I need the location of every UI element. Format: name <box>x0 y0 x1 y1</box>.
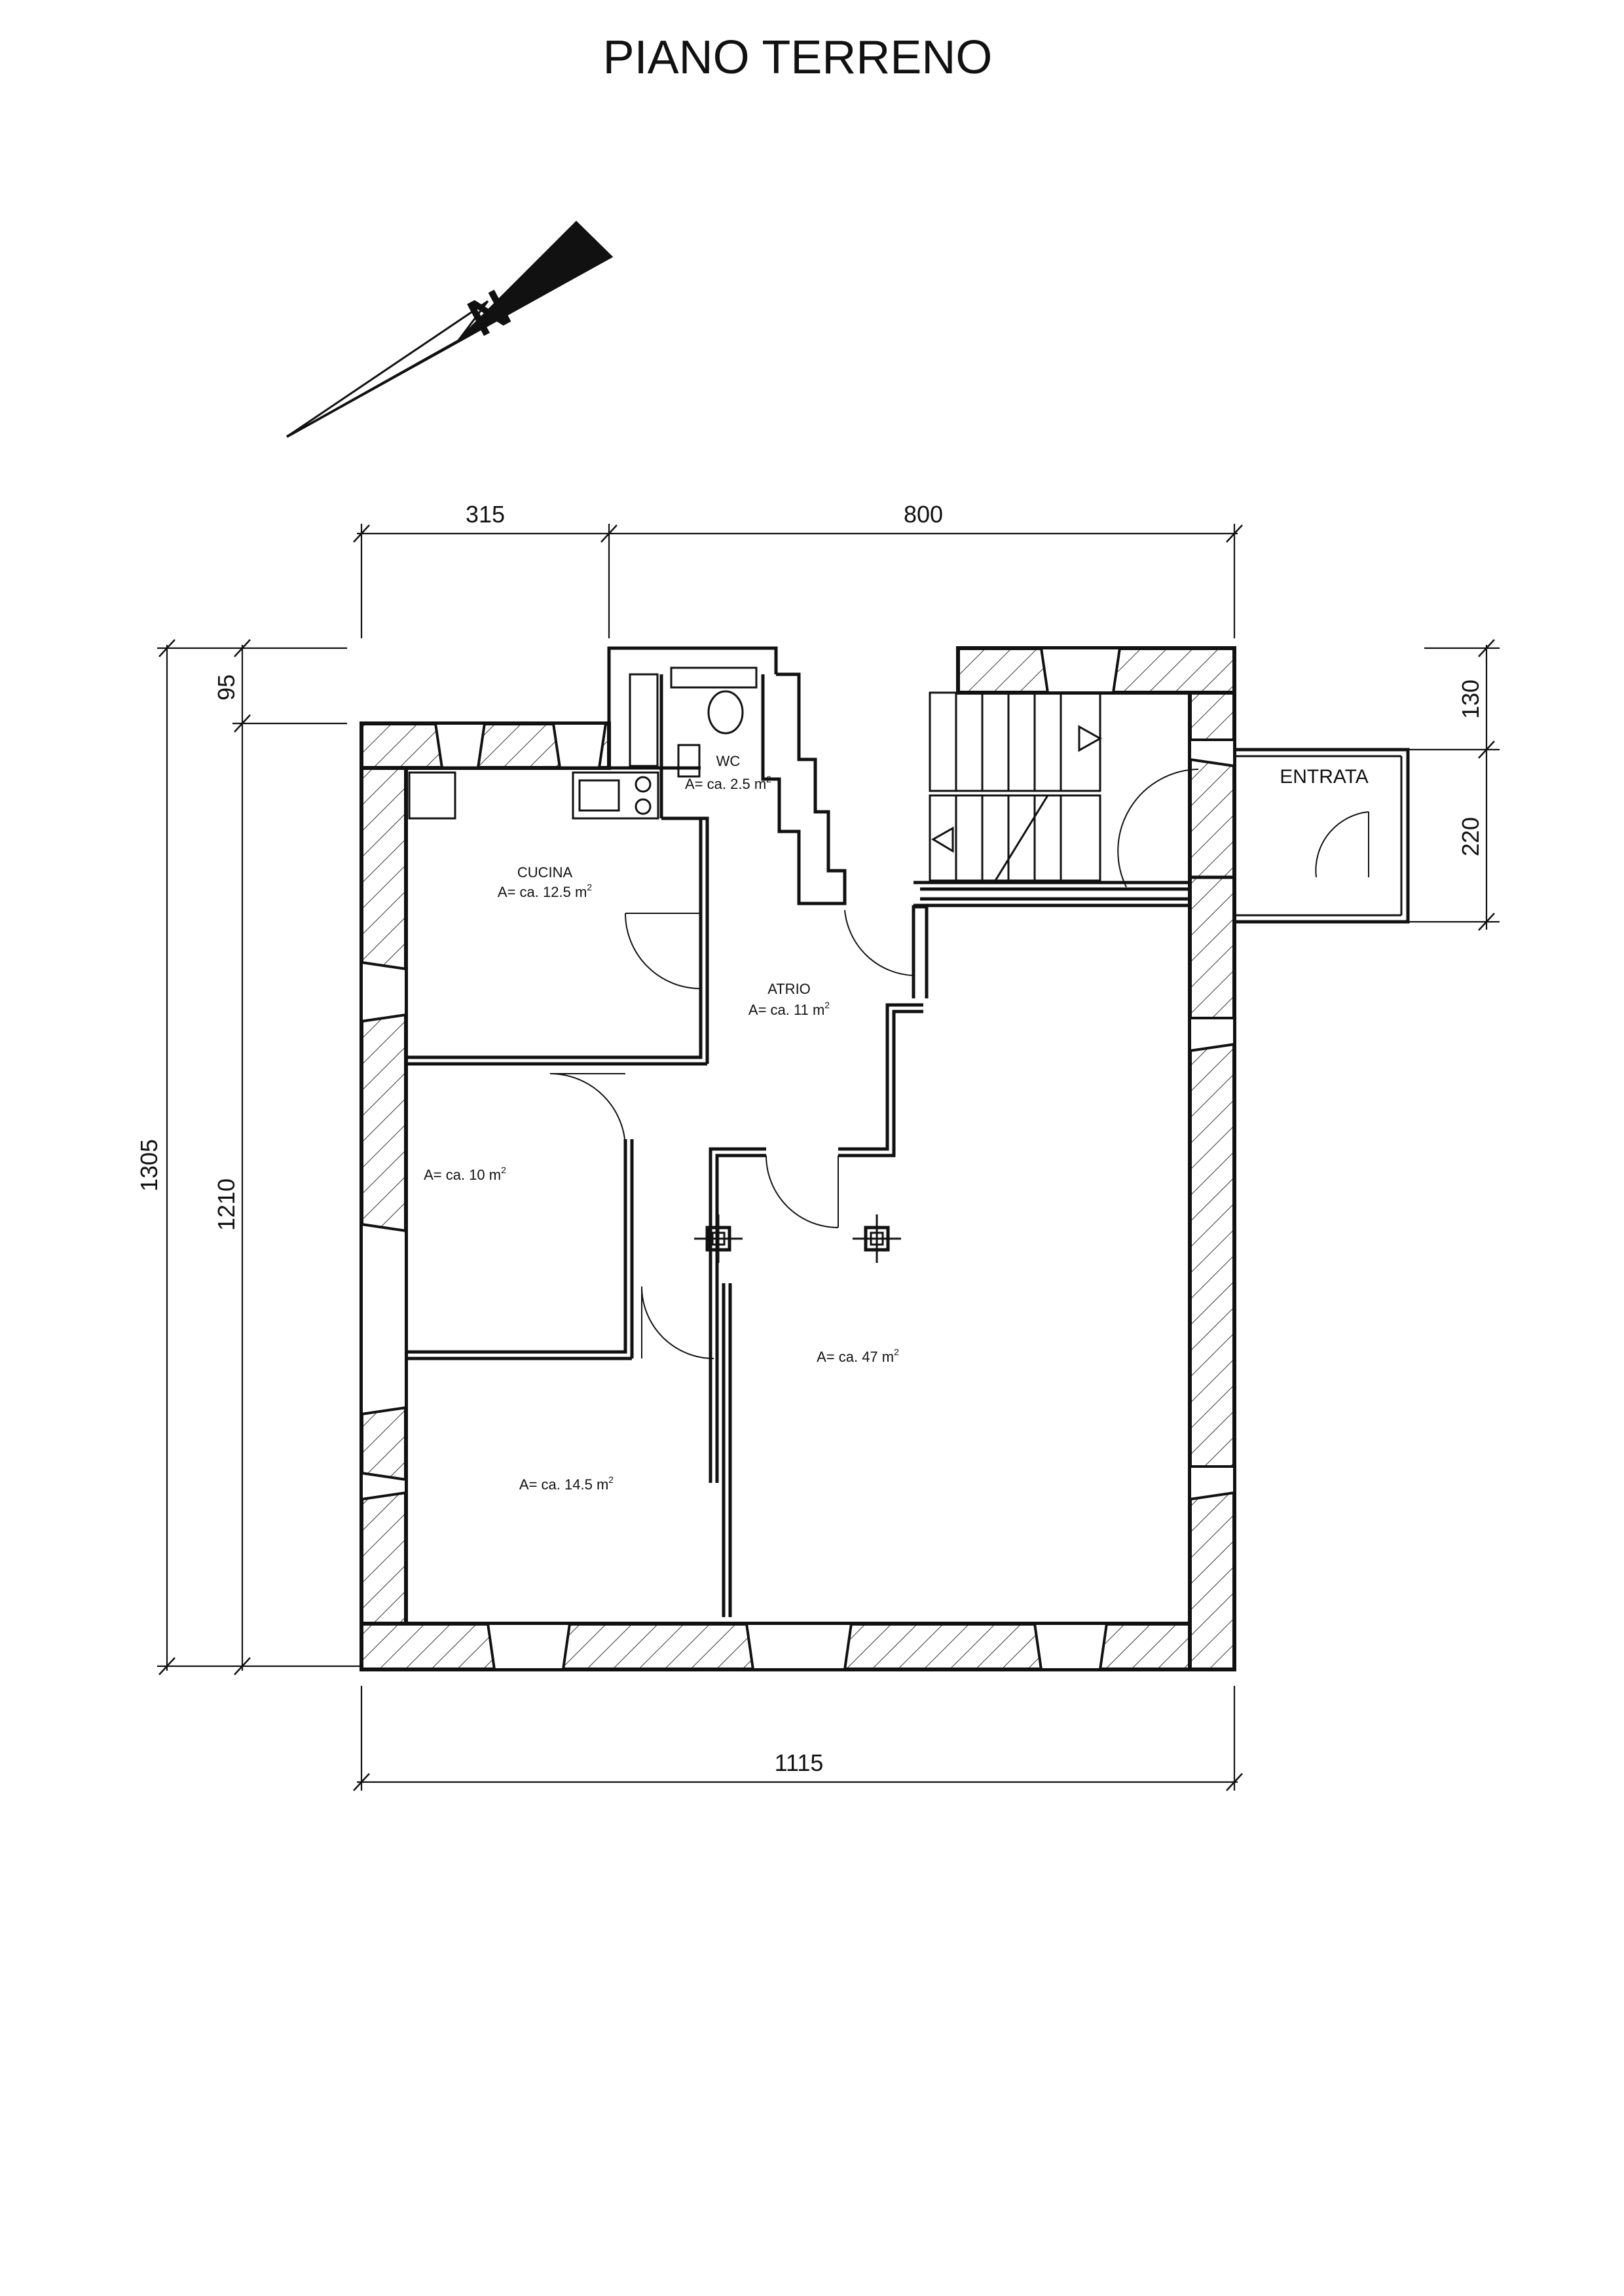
room-name-wc: WC <box>716 753 741 769</box>
exterior-walls <box>360 646 1236 1671</box>
svg-text:A= ca. 12.5 m2: A= ca. 12.5 m2 <box>498 882 592 900</box>
interior-walls <box>406 646 1190 1617</box>
svg-text:A= ca. 14.5 m2: A= ca. 14.5 m2 <box>519 1474 614 1493</box>
north-arrow-icon: N <box>286 221 614 438</box>
room-name-atrio: ATRIO <box>767 981 811 997</box>
dim-right-top: 130 <box>1457 680 1484 719</box>
stair-steps <box>931 693 1103 881</box>
dim-bottom: 1115 <box>775 1749 824 1776</box>
dim-top-right: 800 <box>904 501 943 528</box>
room-label-47: A= ca. 47 m2 <box>817 1347 899 1365</box>
room-label-wc: WC A= ca. 2.5 m2 <box>685 753 771 792</box>
area-wc: A= ca. 2.5 m <box>685 776 766 792</box>
page-title: PIANO TERRENO <box>603 31 993 84</box>
dimension-top: 315 800 <box>353 501 1243 638</box>
area-room-14-sup: 2 <box>608 1474 614 1485</box>
svg-text:A= ca. 47 m2: A= ca. 47 m2 <box>817 1347 899 1365</box>
svg-text:A= ca. 11 m2: A= ca. 11 m2 <box>748 1000 830 1018</box>
area-cucina: A= ca. 12.5 m <box>498 884 587 900</box>
area-atrio: A= ca. 11 m <box>748 1002 824 1018</box>
dimension-left: 95 1305 1210 <box>136 639 360 1675</box>
dim-left-outer: 1305 <box>136 1139 162 1192</box>
area-cucina-sup: 2 <box>587 882 592 892</box>
room-label-cucina: CUCINA A= ca. 12.5 m2 <box>498 864 592 900</box>
area-room-10-sup: 2 <box>501 1165 506 1175</box>
window-openings <box>360 647 1236 1671</box>
room-name-cucina: CUCINA <box>517 864 573 881</box>
area-room-47: A= ca. 47 m <box>817 1349 894 1365</box>
room-name-entrata: ENTRATA <box>1280 766 1369 788</box>
room-label-atrio: ATRIO A= ca. 11 m2 <box>748 981 830 1018</box>
dim-right-bottom: 220 <box>1457 817 1484 856</box>
area-wc-sup: 2 <box>766 774 771 784</box>
room-label-10: A= ca. 10 m2 <box>424 1165 506 1183</box>
dim-left-top: 95 <box>213 674 240 701</box>
doors <box>549 769 1369 1359</box>
dim-top-left: 315 <box>466 501 505 528</box>
area-room-14: A= ca. 14.5 m <box>519 1476 608 1493</box>
svg-text:A= ca. 10 m2: A= ca. 10 m2 <box>424 1165 506 1183</box>
area-atrio-sup: 2 <box>824 1000 830 1010</box>
dimension-right: 130 220 <box>1408 639 1500 931</box>
entrance-porch <box>1190 748 1410 924</box>
area-room-47-sup: 2 <box>894 1347 899 1357</box>
dimension-bottom: 1115 <box>353 1686 1243 1791</box>
room-label-14: A= ca. 14.5 m2 <box>519 1474 614 1493</box>
area-room-10: A= ca. 10 m <box>424 1167 501 1183</box>
svg-text:A= ca. 2.5 m2: A= ca. 2.5 m2 <box>685 774 771 792</box>
dim-left-inner: 1210 <box>213 1178 240 1231</box>
